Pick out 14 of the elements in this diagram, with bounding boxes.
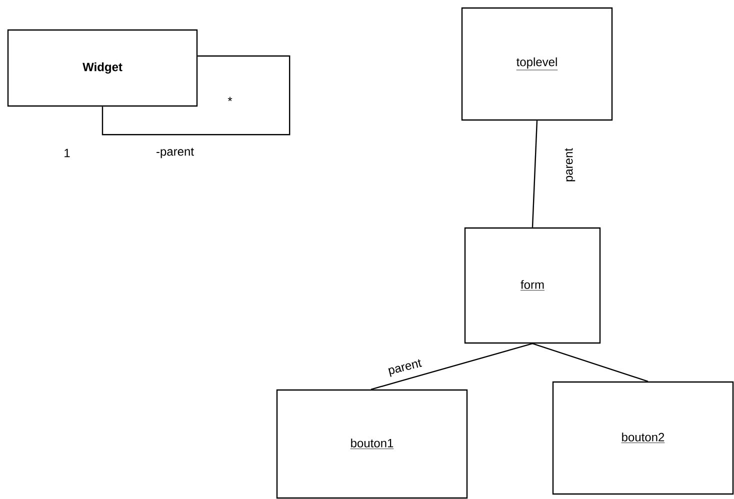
edge-label: -parent xyxy=(156,148,194,158)
edge-label: parent xyxy=(564,148,576,182)
multiplicity-label: 1 xyxy=(64,148,70,158)
multiplicity-label: * xyxy=(228,96,232,102)
connector-line xyxy=(102,55,290,136)
object-box: bouton2 xyxy=(552,381,734,495)
object-box: toplevel xyxy=(461,7,613,121)
connector-line xyxy=(370,343,533,390)
object-box: form xyxy=(464,227,601,344)
class-box: Widget xyxy=(7,29,198,107)
object-box: bouton1 xyxy=(276,389,468,499)
connector-line xyxy=(532,120,538,228)
edge-label: parent xyxy=(388,359,422,377)
connector-line xyxy=(532,343,648,382)
